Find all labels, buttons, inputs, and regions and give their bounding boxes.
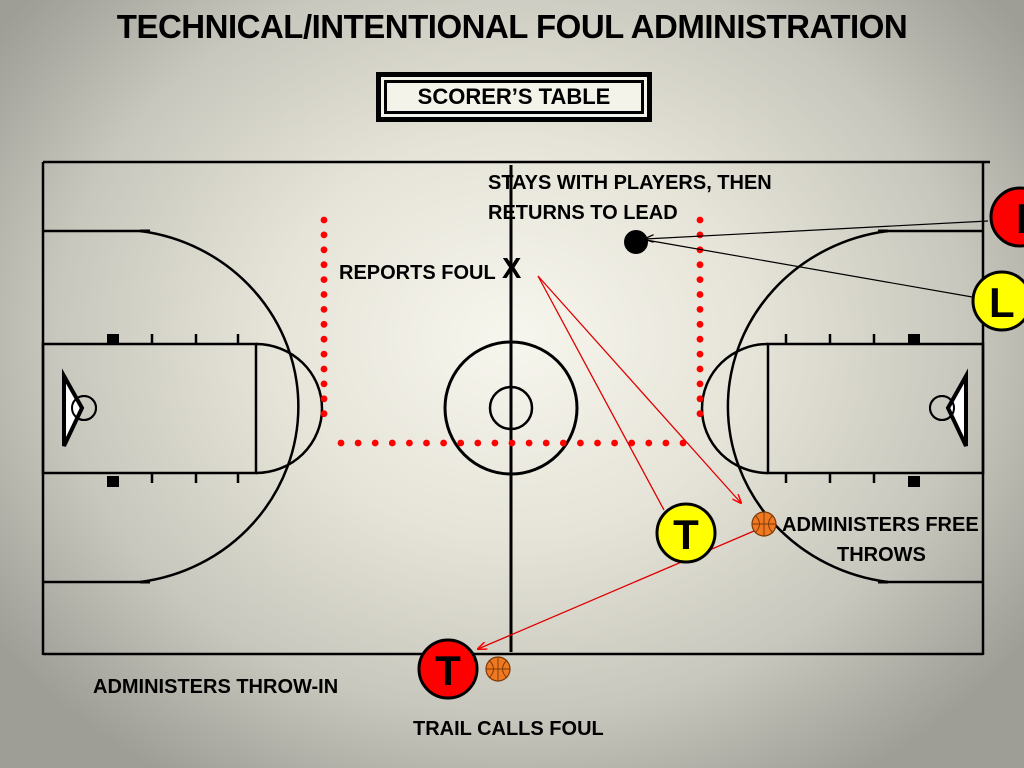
official-trail-red: T xyxy=(417,638,479,700)
coverage-dot xyxy=(371,439,379,447)
coverage-dot xyxy=(542,439,550,447)
coverage-dot xyxy=(491,439,499,447)
basketball-free-throw-icon xyxy=(751,511,777,537)
coverage-dot xyxy=(320,380,328,388)
coverage-dot xyxy=(696,291,704,298)
right-three-point-arc xyxy=(726,229,983,584)
coverage-dot xyxy=(679,439,687,447)
arrow-lead-return xyxy=(645,239,979,299)
official-lead-red: L xyxy=(989,186,1024,248)
coverage-dot xyxy=(696,276,704,283)
inner-center-circle xyxy=(488,385,534,431)
coverage-dot xyxy=(696,261,704,269)
coverage-dot xyxy=(696,350,704,358)
center-circle xyxy=(443,340,579,476)
coverage-dot xyxy=(577,439,584,447)
player-dot xyxy=(624,230,648,254)
left-free-throw-arc xyxy=(255,342,324,475)
coverage-dot xyxy=(320,246,328,254)
coverage-dot xyxy=(474,439,482,447)
right-backboard xyxy=(945,368,968,447)
trail-red-circle xyxy=(417,638,479,700)
coverage-dot xyxy=(320,410,328,418)
right-block-top xyxy=(908,334,920,345)
coverage-dot xyxy=(440,439,447,447)
official-trail-yellow: T xyxy=(655,502,717,564)
coverage-dot xyxy=(320,365,328,373)
coverage-dot xyxy=(696,365,704,373)
dotted-coverage-area xyxy=(320,216,704,447)
coverage-dot xyxy=(320,306,328,313)
coverage-dot xyxy=(354,439,362,447)
lead-yellow-letter: L xyxy=(989,279,1015,326)
coverage-dot xyxy=(696,335,704,343)
coverage-dot xyxy=(696,306,704,313)
right-key xyxy=(766,342,985,475)
coverage-dot xyxy=(320,350,328,358)
coverage-dot xyxy=(320,395,328,403)
coverage-dot xyxy=(645,439,653,447)
label-stays-with-players: STAYS WITH PLAYERS, THEN xyxy=(488,172,772,194)
coverage-dot xyxy=(611,439,618,447)
right-block-bottom xyxy=(908,476,920,487)
coverage-dot xyxy=(320,261,328,269)
coverage-dot xyxy=(594,439,601,447)
coverage-dot xyxy=(696,410,704,418)
arrow-ball-to-throw-in xyxy=(478,530,755,649)
coverage-dot xyxy=(320,320,328,328)
coverage-dot xyxy=(559,439,567,447)
lead-yellow-circle xyxy=(971,270,1024,332)
coverage-dot xyxy=(320,291,328,298)
coverage-dot xyxy=(337,439,345,447)
left-key xyxy=(41,342,258,475)
foul-x-mark: X xyxy=(502,253,522,285)
coverage-dot xyxy=(320,276,328,283)
arrow-lead-to-players xyxy=(645,220,989,239)
label-reports-foul: REPORTS FOUL xyxy=(339,262,496,284)
left-block-bottom xyxy=(107,476,119,487)
coverage-dot xyxy=(662,439,670,447)
arrow-report-to-free-throw xyxy=(537,275,741,503)
left-three-point-arc xyxy=(43,229,300,584)
coverage-dot xyxy=(388,439,396,447)
trail-yellow-letter: T xyxy=(673,511,699,558)
arrow-trail-to-report xyxy=(537,275,665,511)
movement-arrows xyxy=(478,220,989,649)
lead-red-circle xyxy=(989,186,1024,248)
trail-yellow-circle xyxy=(655,502,717,564)
coverage-dot xyxy=(320,335,328,343)
page-title: TECHNICAL/INTENTIONAL FOUL ADMINISTRATIO… xyxy=(116,8,908,45)
coverage-dot xyxy=(406,439,413,447)
coverage-dot xyxy=(696,231,704,239)
coverage-dot xyxy=(525,439,533,447)
coverage-dot xyxy=(696,216,704,224)
lead-red-letter: L xyxy=(1016,195,1024,242)
coverage-dot xyxy=(320,216,328,224)
coverage-dot xyxy=(508,439,516,447)
label-trail-calls-foul: TRAIL CALLS FOUL xyxy=(413,718,604,740)
scorers-table-box: SCORER’S TABLE xyxy=(376,72,652,122)
coverage-dot xyxy=(696,320,704,328)
coverage-dot xyxy=(423,439,430,447)
court xyxy=(41,160,990,656)
coverage-dot xyxy=(696,380,704,388)
label-throws: THROWS xyxy=(837,544,926,566)
coverage-dot xyxy=(457,439,465,447)
basketball-throw-in-icon xyxy=(485,656,511,682)
left-block-top xyxy=(107,334,119,345)
label-returns-to-lead: RETURNS TO LEAD xyxy=(488,202,678,224)
coverage-dot xyxy=(320,231,328,239)
coverage-dot xyxy=(628,439,636,447)
right-free-throw-arc xyxy=(700,342,769,475)
trail-red-letter: T xyxy=(435,647,461,694)
coverage-dot xyxy=(696,395,704,403)
scorers-table-label: SCORER’S TABLE xyxy=(384,80,644,114)
official-lead-yellow: L xyxy=(971,270,1024,332)
label-administers-free: ADMINISTERS FREE xyxy=(782,514,979,536)
label-administers-throw-in: ADMINISTERS THROW-IN xyxy=(93,676,339,698)
